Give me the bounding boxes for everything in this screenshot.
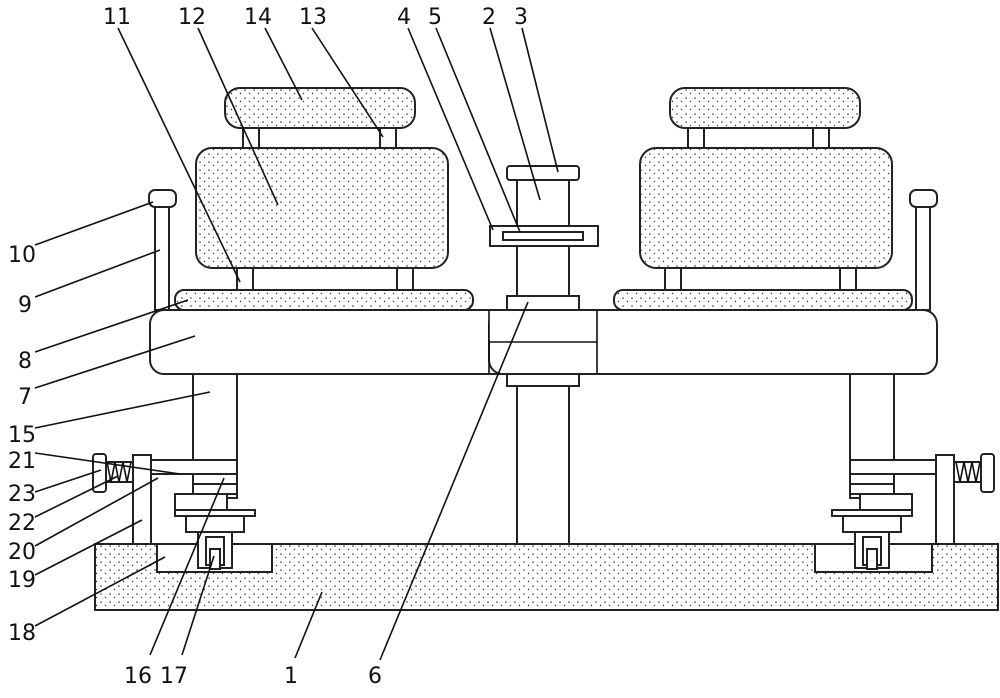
leader-1 — [294, 591, 323, 659]
leader-3 — [521, 27, 559, 173]
frame-joint-cover — [489, 311, 597, 340]
left-lock-knob — [92, 453, 107, 493]
right-wheel-carrier — [842, 515, 902, 533]
left-armrest-post — [154, 205, 170, 311]
center-column — [516, 383, 570, 545]
label-18: 18 — [8, 621, 36, 646]
label-23: 23 — [8, 482, 36, 507]
leader-2 — [489, 27, 541, 201]
leader-4 — [407, 27, 494, 231]
upper-post — [516, 179, 570, 227]
label-14: 14 — [244, 5, 272, 30]
right-lock-spring — [955, 461, 981, 483]
left-headrest — [224, 87, 416, 129]
label-12: 12 — [178, 5, 206, 30]
right-headrest-strut-a — [687, 127, 705, 149]
leader-22 — [34, 475, 119, 518]
label-19: 19 — [8, 568, 36, 593]
label-2: 2 — [482, 5, 496, 30]
right-armrest-knob — [909, 189, 938, 208]
left-roller-axle — [209, 548, 221, 570]
label-11: 11 — [103, 5, 131, 30]
right-lock-rod — [849, 459, 937, 475]
leader-7 — [34, 335, 196, 389]
left-seat-leg — [192, 373, 238, 499]
left-slide-block — [174, 493, 228, 511]
left-seat-cushion — [174, 289, 474, 311]
right-lock-bracket — [935, 454, 955, 545]
callout-labels: 11 12 14 13 4 5 2 3 10 9 8 7 15 21 23 22… — [8, 5, 528, 689]
label-13: 13 — [299, 5, 327, 30]
leader-13 — [311, 27, 384, 138]
left-lock-spring — [106, 461, 132, 483]
leader-9 — [34, 249, 161, 298]
right-backrest-strut-a — [664, 267, 682, 291]
leader-14 — [264, 27, 303, 101]
label-1: 1 — [284, 664, 298, 689]
leader-18 — [34, 556, 166, 627]
label-4: 4 — [397, 5, 411, 30]
clamp-plate-inner — [502, 231, 584, 241]
right-headrest — [669, 87, 861, 129]
leader-15 — [34, 391, 211, 429]
left-wheel-carrier — [185, 515, 245, 533]
left-backrest-strut-b — [396, 267, 414, 291]
leader-5 — [435, 27, 521, 233]
right-headrest-strut-b — [812, 127, 830, 149]
label-10: 10 — [8, 243, 36, 268]
leader-20 — [34, 477, 159, 547]
right-slide-block — [859, 493, 913, 511]
right-seat-leg — [849, 373, 895, 499]
label-8: 8 — [18, 349, 32, 374]
left-leg-sleeve — [192, 483, 238, 495]
label-5: 5 — [428, 5, 442, 30]
right-backrest — [639, 147, 893, 269]
label-22: 22 — [8, 511, 36, 536]
leader-6 — [379, 301, 529, 661]
leader-16 — [149, 477, 225, 656]
right-leg-sleeve — [849, 483, 895, 495]
leader-12 — [197, 27, 279, 206]
leader-10 — [34, 201, 154, 246]
leader-11 — [117, 27, 241, 283]
label-21: 21 — [8, 449, 36, 474]
leader-8 — [34, 299, 189, 353]
label-20: 20 — [8, 540, 36, 565]
leader-23 — [34, 469, 102, 493]
label-16: 16 — [124, 664, 152, 689]
left-armrest-knob — [148, 189, 177, 208]
right-seat-cushion — [613, 289, 913, 311]
label-9: 9 — [18, 293, 32, 318]
left-lock-rod — [150, 459, 238, 475]
leader-21 — [34, 452, 181, 475]
right-roller-axle — [866, 548, 878, 570]
label-3: 3 — [514, 5, 528, 30]
label-6: 6 — [368, 664, 382, 689]
leader-17 — [181, 555, 215, 656]
label-7: 7 — [18, 385, 32, 410]
center-column-collar-upper — [506, 295, 580, 311]
label-15: 15 — [8, 423, 36, 448]
left-headrest-strut-b — [379, 127, 397, 149]
right-lock-knob — [980, 453, 995, 493]
label-17: 17 — [160, 664, 188, 689]
frame-joint-step — [488, 310, 598, 374]
leader-lines — [34, 27, 559, 661]
right-armrest-post — [915, 205, 931, 311]
left-backrest — [195, 147, 449, 269]
leader-19 — [34, 519, 143, 576]
center-column-mid — [516, 244, 570, 297]
post-cap — [506, 165, 580, 181]
right-backrest-strut-b — [839, 267, 857, 291]
